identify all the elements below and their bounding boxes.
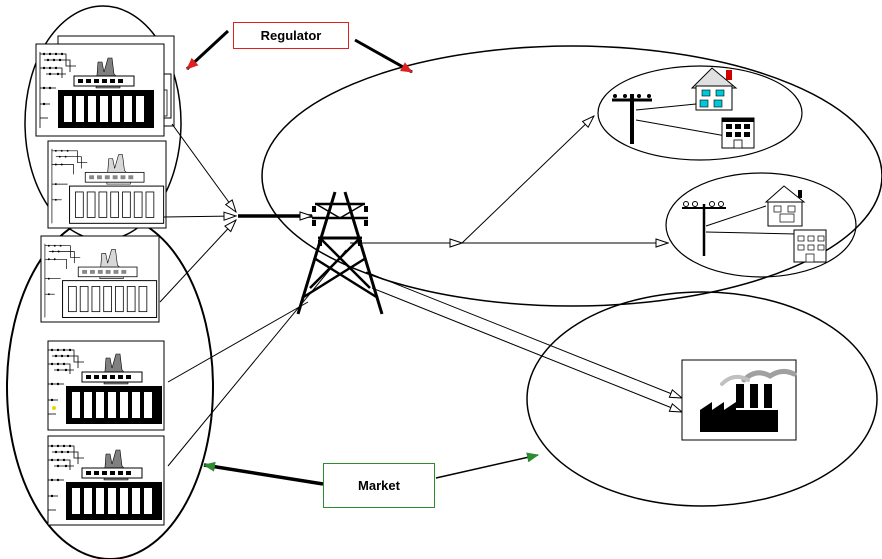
apartment-building-icon [793, 229, 827, 263]
utility-pole-icon [612, 94, 727, 144]
utility-pole-icon [682, 201, 797, 256]
regulator-label-box: Regulator [233, 22, 349, 49]
house-icon [690, 67, 738, 111]
house-icon [764, 185, 806, 227]
market-label: Market [358, 478, 400, 493]
residential-top-ellipse [597, 65, 803, 161]
apartment-building-icon [721, 117, 755, 149]
residential-bottom-ellipse [665, 172, 857, 278]
power-plant-icon [47, 140, 167, 229]
transmission-tower-icon [296, 191, 384, 315]
market-consumer-ellipse [526, 291, 878, 507]
power-plant-icon [35, 35, 175, 137]
power-plant-icon [40, 235, 160, 323]
power-plant-icon [47, 340, 165, 431]
regulated-network-ellipse [261, 45, 882, 307]
industrial-factory-icon [681, 359, 797, 441]
market-label-box: Market [323, 463, 435, 508]
power-plant-icon [47, 435, 165, 526]
regulator-label: Regulator [260, 28, 322, 43]
